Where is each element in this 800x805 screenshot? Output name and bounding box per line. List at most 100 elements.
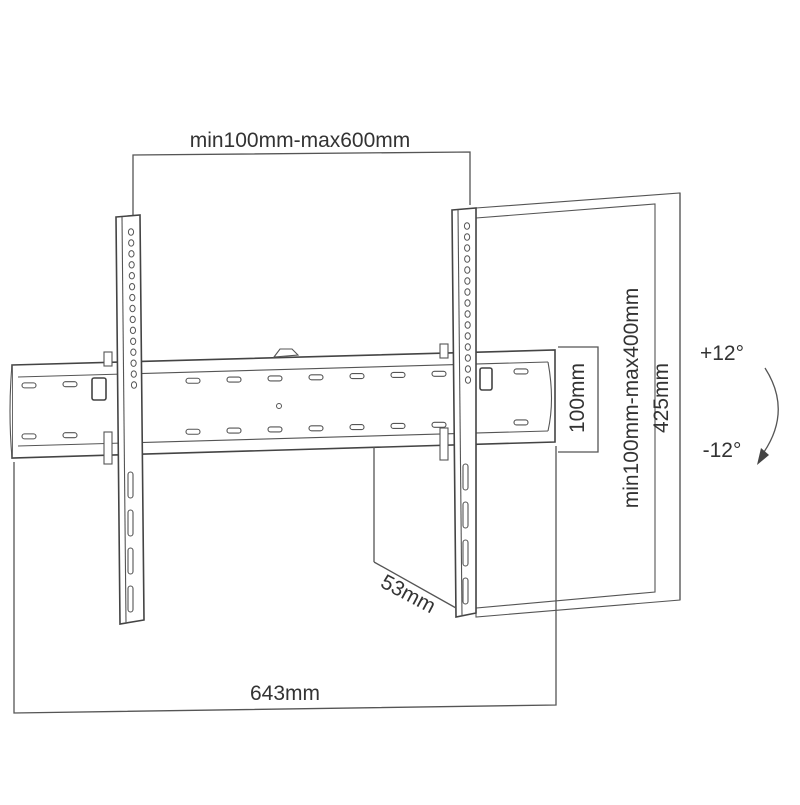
left-arm-holes xyxy=(127,228,138,389)
left-arm-hole xyxy=(128,239,135,247)
right-arm-slots xyxy=(462,463,469,605)
arm-height-label: 425mm xyxy=(650,363,673,433)
right-arm-slot xyxy=(462,577,469,605)
right-arm-hole xyxy=(464,299,471,307)
vesa-width-dimension: min100mm-max600mm xyxy=(132,129,471,215)
depth-dimension: 53mm xyxy=(373,447,457,618)
right-arm-hole xyxy=(464,354,471,362)
left-arm-hole xyxy=(130,348,137,356)
right-arm-hole xyxy=(464,332,471,340)
left-arm-slot xyxy=(127,547,134,575)
right-arm-hole xyxy=(464,244,471,252)
right-arm-hole xyxy=(464,288,471,296)
plate-height-bracket xyxy=(558,346,599,453)
left-arm-slots xyxy=(127,471,134,613)
center-screw xyxy=(276,403,282,409)
tilt-arc xyxy=(763,367,779,453)
left-arm-hole xyxy=(130,359,137,367)
tilt-up-label: +12° xyxy=(700,342,744,365)
center-lock-clip xyxy=(272,348,300,358)
right-arm xyxy=(439,207,493,618)
left-arm-hole xyxy=(129,304,136,313)
wall-plate-slot xyxy=(226,427,242,434)
left-arm xyxy=(91,214,145,625)
arm-height-dimension: 425mm xyxy=(650,363,673,433)
right-arm-hole xyxy=(464,266,471,274)
wall-plate-slot xyxy=(349,424,365,431)
right-arm-hole xyxy=(464,376,472,384)
wall-plate-slot xyxy=(62,381,78,388)
tilt-down-label: -12° xyxy=(703,439,742,462)
tilt-indicator: +12° -12° xyxy=(700,342,779,465)
total-width-dimension: 643mm xyxy=(13,446,557,714)
left-arm-hole xyxy=(130,370,137,378)
total-width-line xyxy=(13,446,557,714)
depth-line xyxy=(373,561,457,609)
left-arm-slot xyxy=(127,509,134,537)
plate-height-dimension: 100mm xyxy=(558,346,599,453)
left-arm-hole xyxy=(127,228,135,236)
wall-plate-slot xyxy=(390,422,406,429)
wall-plate-slot xyxy=(349,373,365,380)
left-arm-hole xyxy=(128,272,135,280)
wall-plate-slots xyxy=(21,368,529,440)
left-arm-hole xyxy=(128,261,135,269)
right-arm-edge xyxy=(457,209,463,617)
right-arm-slot xyxy=(462,463,469,491)
wall-plate-slot xyxy=(513,419,529,426)
right-arm-hole xyxy=(464,255,471,263)
wall-plate-slot xyxy=(21,433,37,440)
right-arm-hole xyxy=(464,365,472,373)
left-arm-hole xyxy=(129,293,136,302)
left-arm-knob xyxy=(91,377,107,401)
left-arm-hole xyxy=(128,282,136,291)
right-arm-hole xyxy=(464,343,471,351)
wall-plate-right-curve xyxy=(547,361,553,432)
wall-plate-slot xyxy=(308,374,324,381)
left-arm-hole xyxy=(130,337,137,345)
vesa-height-label: min100mm-max400mm xyxy=(620,288,643,509)
wall-plate-slot xyxy=(308,425,324,432)
left-arm-hook-bottom xyxy=(103,431,113,465)
total-width-label: 643mm xyxy=(250,682,320,705)
left-arm-slot xyxy=(127,585,134,613)
right-arm-hole xyxy=(464,310,471,318)
wall-plate-slot xyxy=(185,377,201,384)
left-arm-edge xyxy=(121,216,127,624)
left-arm-hole xyxy=(128,250,135,258)
right-arm-hole xyxy=(463,222,471,230)
wall-plate-slot xyxy=(267,375,283,382)
vesa-width-line xyxy=(132,151,471,215)
wall-plate-slot xyxy=(431,370,447,377)
wall-plate-slot xyxy=(513,368,529,375)
depth-label: 53mm xyxy=(377,570,439,618)
wall-plate-left-edge xyxy=(9,364,13,459)
right-arm-slot xyxy=(462,501,469,529)
right-arm-knob xyxy=(479,367,493,391)
right-arm-slot xyxy=(462,539,469,567)
tilt-arrowhead xyxy=(757,448,769,465)
left-arm-hook-top xyxy=(103,351,113,367)
left-arm-slot xyxy=(127,471,134,499)
right-arm-body xyxy=(451,207,477,618)
right-arm-hook-bottom xyxy=(439,427,449,461)
left-arm-hole xyxy=(129,326,137,335)
right-arm-hole xyxy=(464,277,471,285)
wall-plate-slot xyxy=(390,371,406,378)
wall-plate-slot xyxy=(267,426,283,433)
right-arm-holes xyxy=(463,222,472,384)
right-arm-hole xyxy=(463,233,471,241)
left-arm-hole xyxy=(129,315,136,324)
right-arm-hook-top xyxy=(439,343,449,359)
plate-height-label: 100mm xyxy=(566,363,589,433)
wall-plate-slot xyxy=(185,428,201,435)
wall-plate-slot xyxy=(62,432,78,439)
right-arm-hole xyxy=(464,321,471,329)
vesa-height-dimension: min100mm-max400mm xyxy=(620,288,643,509)
vesa-width-label: min100mm-max600mm xyxy=(190,129,411,152)
left-arm-hole xyxy=(130,381,138,389)
wall-plate-slot xyxy=(431,421,447,428)
wall-plate-slot xyxy=(226,376,242,383)
